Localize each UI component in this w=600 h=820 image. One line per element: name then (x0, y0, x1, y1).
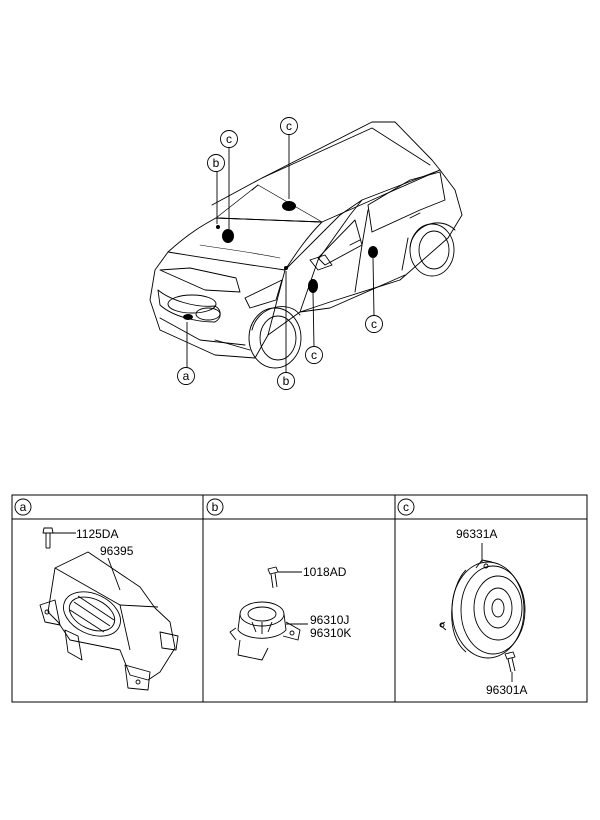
callout-b: b (213, 156, 220, 170)
screw-icon (267, 566, 279, 589)
panel-b-tweeter (229, 566, 308, 661)
part-number-96310J: 96310J (310, 613, 349, 627)
panel-headers: a b c (14, 498, 415, 516)
part-number-96331A: 96331A (456, 527, 497, 541)
callout-c-bubble-dash: c (220, 130, 238, 148)
marker-b-right (284, 266, 288, 270)
panel-b-letter: b (212, 500, 219, 514)
callout-b-bubble-bottom: b (277, 372, 295, 390)
tweeter-speaker-icon (229, 601, 301, 661)
callouts: a b c c b c c (177, 117, 383, 390)
callout-c-bubble-front-door: c (305, 346, 323, 364)
callout-c: c (311, 348, 317, 362)
screw-icon (42, 527, 54, 549)
callout-c: c (226, 132, 232, 146)
panel-c-letter: c (403, 500, 409, 514)
marker-a (183, 314, 193, 320)
marker-b-left (216, 225, 220, 229)
parts-table (11, 494, 588, 703)
callout-c-bubble-roof: c (280, 117, 298, 135)
car-part-markers (183, 201, 378, 320)
panel-c-speaker (439, 543, 526, 682)
callout-c-bubble-rear-door: c (365, 315, 383, 333)
part-number-96395: 96395 (100, 544, 134, 558)
panel-a-letter: a (20, 500, 27, 514)
marker-c-front-door (308, 279, 318, 293)
callout-c: c (286, 119, 292, 133)
vehicle-illustration (149, 121, 463, 369)
callout-a: a (183, 369, 190, 383)
callout-a-bubble: a (177, 367, 195, 385)
leader-lines (186, 134, 375, 372)
panel-a-amplifier (39, 527, 179, 691)
marker-c-roof (282, 201, 296, 211)
callout-b: b (283, 374, 290, 388)
marker-c-dash (222, 229, 234, 243)
marker-c-rear-door (368, 246, 378, 258)
part-number-96301A: 96301A (486, 683, 527, 697)
door-speaker-icon (439, 559, 526, 659)
part-number-96310K: 96310K (310, 626, 351, 640)
amplifier-unit-icon (39, 551, 179, 691)
callout-b-bubble-top: b (207, 154, 225, 172)
callout-c: c (371, 317, 377, 331)
screw-icon (504, 651, 516, 673)
part-number-1018AD: 1018AD (303, 565, 347, 579)
part-number-1125DA: 1125DA (76, 527, 118, 541)
